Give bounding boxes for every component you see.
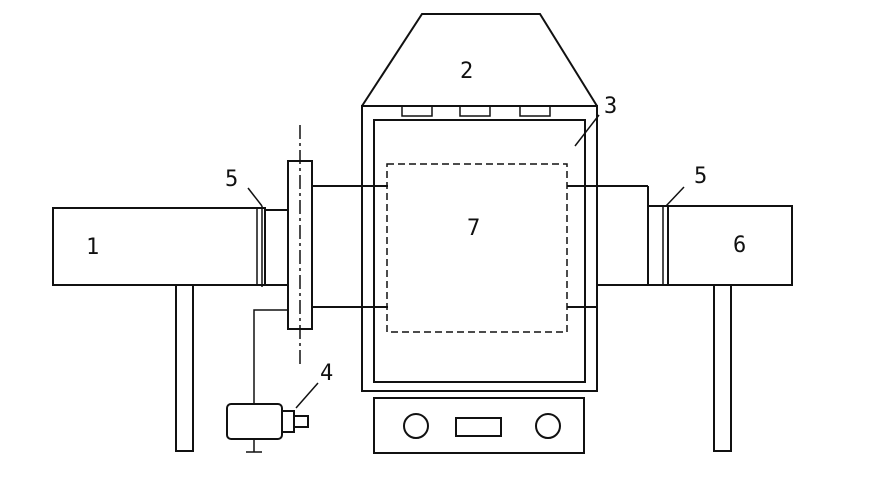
inner-tube-left xyxy=(312,185,388,308)
label-7: 7 xyxy=(467,216,480,241)
hood xyxy=(361,13,598,107)
left-support-leg xyxy=(175,284,194,452)
right-seal xyxy=(647,205,669,286)
label-1: 1 xyxy=(86,235,99,260)
left-tube xyxy=(52,206,266,287)
label-6: 6 xyxy=(733,233,746,258)
left-connector-pipe xyxy=(265,209,288,286)
right-support-leg xyxy=(713,284,732,452)
label-5-right: 5 xyxy=(694,164,707,189)
label-2: 2 xyxy=(460,59,473,84)
right-chamber xyxy=(667,205,793,286)
motor xyxy=(226,309,309,453)
control-panel xyxy=(373,397,585,454)
label-5-left: 5 xyxy=(225,167,238,192)
label-3: 3 xyxy=(604,94,617,119)
heating-zone xyxy=(386,163,568,333)
leader-lines xyxy=(247,114,685,409)
inner-tube-right xyxy=(567,185,649,308)
furnace-body xyxy=(361,105,598,392)
label-4: 4 xyxy=(320,361,333,386)
